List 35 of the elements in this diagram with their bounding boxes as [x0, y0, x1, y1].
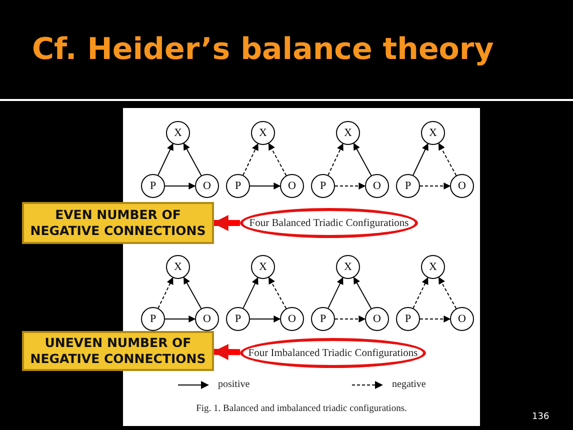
arrow [353, 142, 372, 176]
arrow [328, 143, 344, 176]
arrow [164, 316, 196, 322]
callout-arrow [212, 215, 240, 231]
arrow [412, 277, 428, 309]
slide-title: Cf. Heider’s balance theory [32, 32, 494, 67]
callout-box: EVEN NUMBER OF NEGATIVE CONNECTIONS [22, 202, 214, 244]
arrow [250, 316, 281, 322]
arrow [268, 142, 287, 176]
caption-ellipse: Four Imbalanced Triadic Configurations [240, 338, 426, 368]
arrow [242, 277, 258, 309]
arrow [420, 182, 451, 190]
callout-arrow [212, 344, 240, 360]
arrow [412, 143, 428, 176]
legend-text: positive [218, 379, 250, 390]
arrow [353, 276, 372, 310]
arrow [250, 182, 281, 190]
arrow [158, 277, 174, 309]
arrow [164, 182, 196, 190]
arrow [158, 143, 174, 176]
arrow [438, 276, 457, 310]
legend-text: negative [392, 379, 426, 390]
arrow [420, 316, 451, 322]
arrow [183, 142, 202, 176]
caption-ellipse: Four Balanced Triadic Configurations [240, 208, 418, 238]
arrow [328, 277, 344, 309]
arrow [183, 276, 202, 310]
arrow [334, 316, 366, 322]
figure-caption: Fig. 1. Balanced and imbalanced triadic configurations. [195, 404, 408, 414]
arrow [334, 182, 366, 190]
arrow [268, 276, 287, 310]
arrow [438, 142, 457, 176]
arrow [242, 143, 258, 176]
callout-box: UNEVEN NUMBER OF NEGATIVE CONNECTIONS [22, 331, 214, 371]
page-number: 136 [532, 412, 550, 422]
